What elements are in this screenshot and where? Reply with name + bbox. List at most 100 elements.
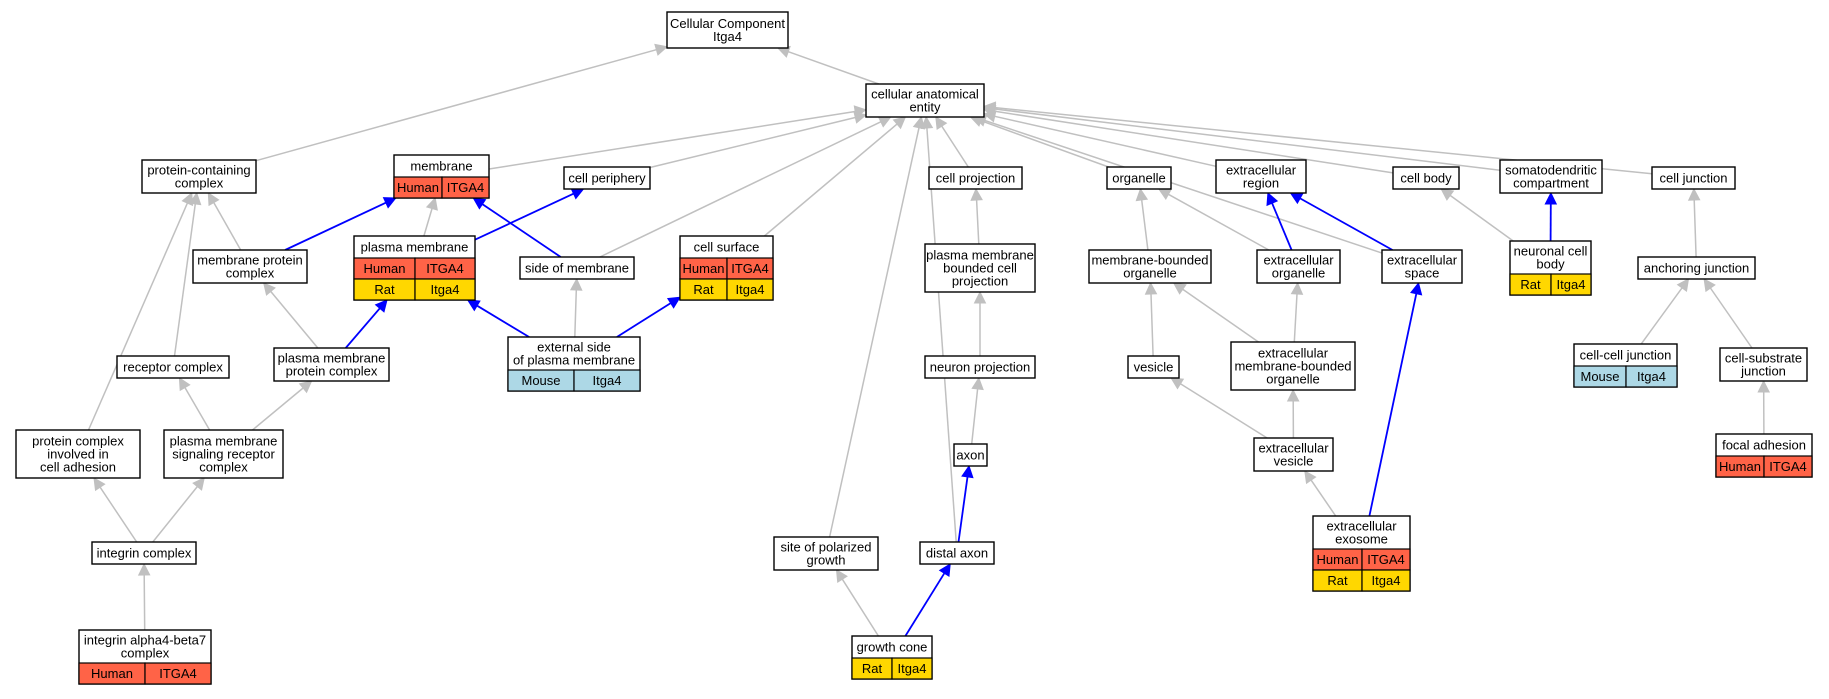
term-node-vesicle[interactable]: vesicle bbox=[1127, 355, 1180, 379]
term-label: exosome bbox=[1335, 532, 1388, 547]
edge-a4b7-to-integrin bbox=[137, 562, 151, 631]
term-label: protein-containing bbox=[147, 163, 250, 178]
term-box bbox=[91, 541, 197, 565]
term-node-distal-axon[interactable]: distal axon bbox=[919, 541, 995, 565]
term-label: distal axon bbox=[926, 546, 988, 561]
term-label: complex bbox=[199, 460, 248, 475]
edge-line bbox=[984, 119, 1383, 254]
term-label: cell junction bbox=[1660, 171, 1728, 186]
term-node-anchoring-junction[interactable]: anchoring junction bbox=[1637, 256, 1756, 280]
term-label: extracellular bbox=[1263, 253, 1334, 268]
edge-distal-to-axon bbox=[957, 464, 974, 543]
edge-anchoring-to-junction bbox=[1687, 187, 1701, 258]
term-node-cell-junction[interactable]: cell junction bbox=[1651, 166, 1736, 190]
edge-line bbox=[213, 202, 242, 251]
arrowhead bbox=[1410, 281, 1423, 296]
arrowhead bbox=[137, 562, 151, 576]
species-label: Rat bbox=[1327, 573, 1348, 588]
term-label: somatodendritic bbox=[1505, 163, 1597, 178]
term-label: site of polarized bbox=[780, 540, 871, 555]
arrowhead bbox=[853, 111, 868, 124]
term-label: cell body bbox=[1400, 171, 1452, 186]
gene-label: ITGA4 bbox=[159, 666, 197, 681]
arrowhead bbox=[877, 116, 892, 128]
term-node-cell-periphery[interactable]: cell periphery bbox=[563, 166, 651, 190]
term-label: projection bbox=[952, 274, 1008, 289]
term-node-cell-body[interactable]: cell body bbox=[1392, 166, 1460, 190]
gene-cell bbox=[891, 657, 933, 680]
edge-ecregion-to-cae bbox=[982, 110, 1217, 168]
term-box bbox=[1651, 166, 1736, 190]
term-label: extracellular bbox=[1226, 163, 1297, 178]
edge-line bbox=[599, 121, 882, 258]
term-node-side-of-membrane[interactable]: side of membrane bbox=[519, 256, 635, 280]
edge-line bbox=[957, 476, 969, 543]
arrowhead bbox=[935, 116, 948, 131]
arrowhead bbox=[466, 299, 481, 312]
edge-line bbox=[994, 110, 1394, 174]
term-label: receptor complex bbox=[123, 360, 223, 375]
arrowhead bbox=[262, 282, 276, 296]
term-node-integrin-complex[interactable]: integrin complex bbox=[91, 541, 197, 565]
term-node-receptor-complex[interactable]: receptor complex bbox=[116, 355, 230, 379]
edge-line bbox=[270, 291, 319, 349]
term-node-cell-projection[interactable]: cell projection bbox=[928, 166, 1023, 190]
term-node-axon[interactable]: axon bbox=[953, 443, 988, 467]
term-label: organelle bbox=[1123, 266, 1177, 281]
edge-ncb-to-cellbody bbox=[1440, 188, 1514, 242]
term-box bbox=[865, 83, 985, 118]
term-node-neuron-projection[interactable]: neuron projection bbox=[924, 355, 1036, 379]
species-label: Mouse bbox=[1580, 369, 1619, 384]
term-box bbox=[192, 249, 308, 284]
arrowhead bbox=[1676, 278, 1690, 292]
term-node-organelle[interactable]: organelle bbox=[1106, 166, 1172, 190]
term-label: of plasma membrane bbox=[513, 353, 635, 368]
arrowhead bbox=[1703, 278, 1716, 293]
term-label: organelle bbox=[1266, 372, 1320, 387]
term-box bbox=[919, 541, 995, 565]
arrowhead bbox=[971, 376, 984, 391]
gene-cell bbox=[414, 278, 476, 301]
arrowhead bbox=[920, 115, 934, 129]
gene-cell bbox=[441, 176, 490, 199]
edge-line bbox=[574, 289, 578, 338]
edge-pmpc-to-pm bbox=[345, 299, 388, 349]
term-label: axon bbox=[956, 448, 984, 463]
edge-line bbox=[1640, 287, 1683, 345]
term-box bbox=[1215, 159, 1307, 194]
edge-line bbox=[1693, 199, 1697, 258]
edge-mbo-to-organelle bbox=[1135, 187, 1149, 251]
